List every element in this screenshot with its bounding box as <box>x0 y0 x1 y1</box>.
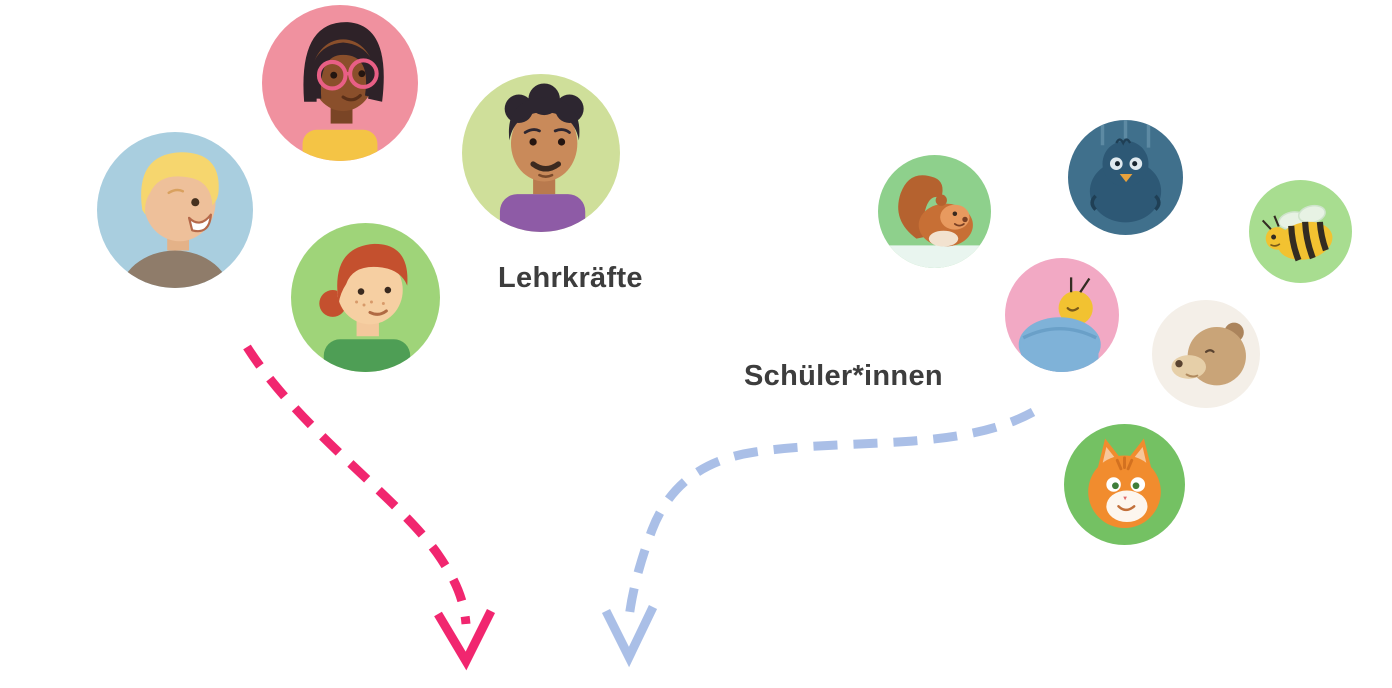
students-arrow <box>601 408 1036 668</box>
woman-redhair-icon <box>319 243 411 372</box>
blonde-person-icon <box>119 152 231 288</box>
avatar-student-bird <box>1068 120 1183 235</box>
avatar-teacher-blonde <box>97 132 253 288</box>
man-curly-icon <box>499 83 586 232</box>
avatar-student-squirrel <box>878 155 991 268</box>
cat-icon <box>1088 438 1161 529</box>
avatar-student-bee <box>1249 180 1352 283</box>
bird-icon <box>1089 120 1162 223</box>
bear-icon <box>1171 322 1246 386</box>
students-arrow-line <box>624 408 1036 619</box>
bee-icon <box>1261 204 1333 262</box>
avatar-teacher-redhair <box>291 223 440 372</box>
teachers-arrowhead <box>434 608 496 671</box>
avatar-teacher-curly <box>462 74 620 232</box>
avatar-student-bear <box>1152 300 1260 408</box>
students-arrowhead <box>601 605 658 668</box>
avatar-teacher-glasses <box>262 5 418 161</box>
students-label: Schüler*innen <box>744 360 943 392</box>
woman-glasses-icon <box>302 22 384 161</box>
sleeping-bee-icon <box>1018 277 1101 372</box>
avatar-student-sleeping-bee <box>1005 258 1119 372</box>
squirrel-icon <box>878 175 991 268</box>
teachers-arrow <box>243 344 496 671</box>
teachers-label: Lehrkräfte <box>498 262 643 294</box>
teachers-arrow-line <box>243 344 471 625</box>
avatar-student-cat <box>1064 424 1185 545</box>
